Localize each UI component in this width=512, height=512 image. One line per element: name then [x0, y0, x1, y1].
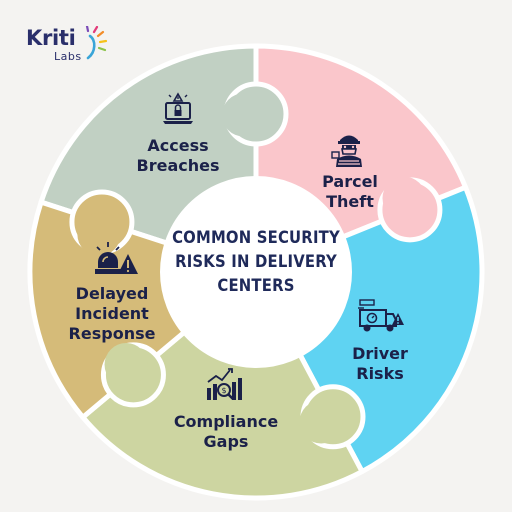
segment-label-line: Driver [352, 344, 408, 363]
siren-alert-icon [95, 242, 138, 274]
logo: Kriti Labs [26, 26, 116, 78]
center-title-line: RISKS IN DELIVERY [175, 252, 337, 271]
center-title: COMMON SECURITY RISKS IN DELIVERY CENTER… [160, 226, 352, 298]
segment-label-driver: Driver Risks [330, 344, 430, 384]
laptop-alert-icon [163, 92, 193, 124]
center-circle [160, 176, 352, 368]
logo-name: Kriti [26, 26, 76, 50]
segment-label-line: Gaps [203, 432, 249, 451]
segment-label-delayed: Delayed Incident Response [54, 284, 170, 344]
logo-sub: Labs [54, 50, 82, 63]
puzzle-tab-neck [299, 400, 343, 444]
segment-label-line: Risks [356, 364, 404, 383]
puzzle-tab-neck [382, 176, 426, 220]
segment-label-line: Response [68, 324, 156, 343]
segment-label-compliance: Compliance Gaps [160, 412, 292, 452]
segment-label-line: Theft [326, 192, 374, 211]
center-title-line: CENTERS [217, 276, 295, 295]
center-title-line: COMMON SECURITY [172, 228, 340, 247]
puzzle-tab-neck [77, 212, 121, 256]
magnifier-chart-icon: $ [207, 368, 242, 400]
segment-label-line: Compliance [173, 412, 279, 431]
segment-label-line: Access [147, 136, 209, 155]
delivery-truck-alert-icon [358, 299, 404, 332]
logo-rays-icon [85, 26, 108, 60]
segment-label-line: Parcel [322, 172, 378, 191]
segment-label-parcel: Parcel Theft [300, 172, 400, 212]
segment-label-line: Incident [75, 304, 149, 323]
segment-label-access: Access Breaches [120, 136, 236, 176]
segment-label-line: Breaches [136, 156, 220, 175]
thief-icon [331, 135, 362, 167]
svg-text:$: $ [221, 386, 226, 395]
segment-label-line: Delayed [75, 284, 149, 303]
puzzle-tab-neck [222, 93, 266, 137]
puzzle-tab-neck [104, 343, 148, 387]
